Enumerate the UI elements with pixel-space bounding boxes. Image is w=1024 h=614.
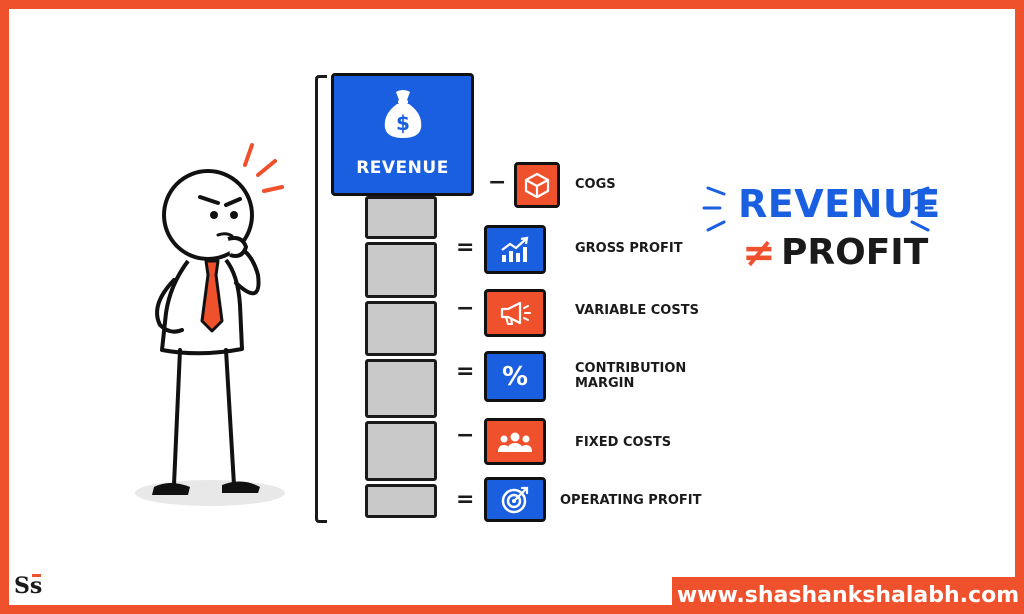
revenue-block-4: [365, 359, 437, 418]
percent-icon: %: [501, 361, 529, 392]
brand-logo: Ss: [14, 573, 43, 599]
cogs-icon-box: [514, 162, 560, 208]
thinking-person-illustration: [152, 143, 284, 495]
minus-sign: −: [456, 296, 475, 321]
equals-sign: =: [456, 235, 475, 260]
contribution-margin-line2: MARGIN: [575, 376, 635, 391]
money-bag-icon: $: [384, 90, 422, 138]
bracket-line: [315, 75, 327, 523]
logo-accent: [32, 574, 41, 577]
contribution-margin-line1: CONTRIBUTION: [575, 361, 687, 376]
headline-revenue: REVENUE: [738, 182, 941, 226]
emphasis-marks: [702, 186, 934, 232]
not-equal-symbol: ≠: [742, 230, 776, 276]
revenue-block-2: [365, 242, 437, 298]
gross-profit-label: GROSS PROFIT: [575, 241, 683, 256]
revenue-label: REVENUE: [356, 158, 449, 178]
revenue-box: $ REVENUE: [331, 73, 474, 196]
website-url: www.shashankshalabh.com: [672, 577, 1024, 614]
minus-sign: −: [456, 423, 475, 448]
megaphone-icon: [500, 301, 531, 325]
revenue-block-3: [365, 301, 437, 356]
variable-costs-label: VARIABLE COSTS: [575, 303, 699, 318]
revenue-block-1: [365, 196, 437, 239]
variable-costs-icon-box: [484, 289, 546, 337]
cogs-label: COGS: [575, 177, 616, 192]
revenue-block-6: [365, 484, 437, 518]
chart-up-icon: [501, 236, 529, 262]
contribution-margin-label: CONTRIBUTION MARGIN: [575, 361, 686, 391]
equals-sign: =: [456, 487, 475, 512]
svg-text:$: $: [396, 111, 410, 135]
fixed-costs-label: FIXED COSTS: [575, 435, 672, 450]
headline-profit: PROFIT: [781, 232, 929, 273]
minus-sign: −: [488, 170, 507, 195]
contribution-margin-icon-box: %: [484, 351, 546, 402]
operating-profit-icon-box: [484, 477, 546, 522]
fixed-costs-icon-box: [484, 418, 546, 465]
operating-profit-label: OPERATING PROFIT: [560, 493, 702, 508]
target-icon: [501, 486, 529, 513]
gross-profit-icon-box: [484, 225, 546, 274]
revenue-block-5: [365, 421, 437, 481]
equals-sign: =: [456, 359, 475, 384]
people-icon: [498, 432, 532, 452]
box-icon: [524, 172, 550, 199]
